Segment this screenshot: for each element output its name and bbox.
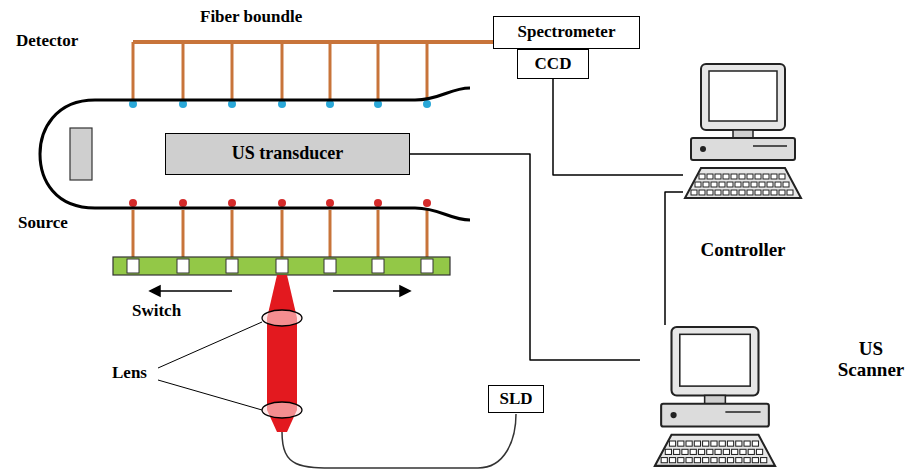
computer-icon — [683, 62, 803, 202]
lens-label: Lens — [112, 364, 147, 383]
leader-line — [158, 322, 262, 368]
optical-switch — [113, 257, 450, 275]
source-label: Source — [18, 214, 68, 233]
probe-tip-block — [70, 128, 92, 180]
spectrometer-box: Spectrometer — [493, 16, 640, 49]
box-label: SLD — [499, 390, 532, 409]
box-label: Spectrometer — [518, 23, 616, 42]
cable — [665, 192, 683, 325]
fiber-bundle — [133, 40, 494, 44]
detector-label: Detector — [16, 32, 78, 51]
sld-fiber — [282, 414, 516, 468]
fiber-bundle-label: Fiber boundle — [200, 8, 302, 27]
fibers — [129, 42, 431, 257]
scanner-computer: US Scanner — [640, 325, 790, 470]
box-label: US transducer — [232, 144, 344, 164]
cable — [410, 154, 640, 360]
probe-outline — [40, 88, 470, 220]
switch-label: Switch — [132, 302, 181, 321]
transducer-box: US transducer — [165, 133, 410, 175]
box-label: CCD — [535, 55, 572, 74]
ccd-box: CCD — [517, 49, 589, 79]
controller-computer: Controller — [683, 62, 803, 202]
computer-icon — [640, 325, 790, 470]
cable — [553, 79, 683, 175]
sld-box: SLD — [488, 385, 544, 413]
lens-upper — [262, 310, 302, 326]
leader-line — [158, 380, 262, 410]
switch-slots — [127, 259, 433, 273]
computer-label: US Scanner — [833, 339, 909, 381]
lens-lower — [262, 402, 302, 418]
computer-label: Controller — [673, 240, 813, 261]
